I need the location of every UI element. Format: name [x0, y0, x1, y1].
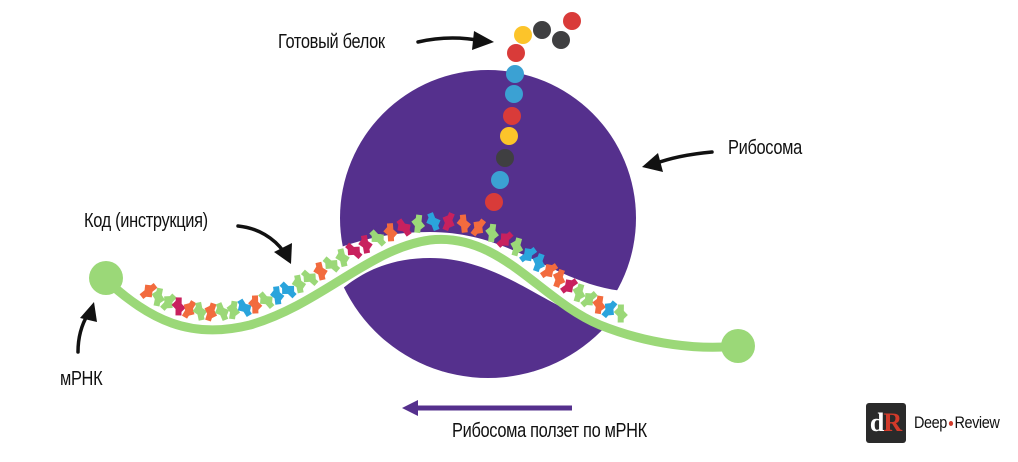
- nucleotide-base: [369, 229, 387, 247]
- nucleotide-base: [442, 212, 455, 232]
- nucleotide-base: [192, 301, 208, 321]
- protein-chain: [485, 12, 581, 211]
- amino-acid-bead: [514, 26, 532, 44]
- nucleotide-base: [160, 293, 177, 311]
- nucleotide-base: [383, 223, 398, 242]
- nucleotide-base: [151, 287, 165, 307]
- nucleotide-base: [560, 278, 579, 294]
- amino-acid-bead: [503, 107, 521, 125]
- nucleotide-base: [456, 214, 471, 233]
- nucleotide-base: [214, 302, 230, 322]
- nucleotide-base: [426, 212, 441, 232]
- nucleotide-base: [279, 281, 297, 299]
- nucleotide-base: [539, 263, 559, 279]
- logo-dot-icon: [948, 421, 953, 427]
- amino-acid-bead: [533, 21, 551, 39]
- nucleotide-base: [519, 246, 538, 263]
- nucleotide-base: [171, 297, 186, 316]
- mrna-label-arrowhead: [80, 302, 97, 322]
- nucleotide-base: [572, 283, 586, 303]
- nucleotide-base: [139, 283, 158, 299]
- protein-label-arrowhead: [472, 31, 494, 50]
- code-label-arrowhead: [274, 243, 292, 264]
- ribosome-label-arrowhead: [642, 153, 663, 172]
- nucleotide-base: [411, 214, 426, 234]
- nucleotide-base: [580, 290, 598, 308]
- amino-acid-bead: [485, 193, 503, 211]
- nucleotide-base: [358, 234, 373, 254]
- nucleotide-base: [613, 304, 628, 323]
- nucleotide-base: [552, 268, 566, 288]
- ribosome-label-arrow: [652, 150, 714, 166]
- movement-arrowhead: [402, 400, 418, 416]
- nucleotide-base: [592, 295, 606, 315]
- nucleotide-base: [470, 218, 487, 237]
- protein-label-arrow: [416, 36, 484, 44]
- nucleotide-base: [204, 302, 218, 322]
- nucleotide-base: [485, 223, 499, 243]
- logo-mark-r: R: [883, 408, 903, 437]
- mrna-label: мРНК: [60, 368, 103, 390]
- mrna-codons: [139, 212, 628, 323]
- nucleotide-base: [322, 256, 341, 273]
- code-label-arrow: [236, 224, 286, 254]
- nucleotide-base: [345, 242, 363, 260]
- nucleotide-base: [300, 269, 319, 286]
- amino-acid-bead: [496, 149, 514, 167]
- amino-acid-bead: [491, 171, 509, 189]
- code-label: Код (инструкция): [84, 210, 208, 232]
- amino-acid-bead: [506, 65, 524, 83]
- nucleotide-base: [258, 291, 275, 309]
- logo-name-right: Review: [954, 413, 1000, 432]
- nucleotide-base: [601, 300, 618, 319]
- mrna-strand: [101, 234, 743, 352]
- mrna-end-cap: [721, 329, 755, 363]
- logo-name-left: Deep: [914, 413, 947, 432]
- nucleotide-base: [335, 248, 350, 268]
- logo-name: Deep Review: [914, 413, 1000, 433]
- nucleotide-base: [496, 231, 514, 248]
- mrna-label-arrow: [76, 312, 90, 354]
- protein-label: Готовый белок: [278, 31, 385, 53]
- movement-label: Рибосома ползет по мРНК: [452, 420, 647, 442]
- nucleotide-base: [181, 300, 197, 319]
- nucleotide-base: [510, 237, 524, 257]
- nucleotide-base: [291, 274, 307, 294]
- amino-acid-bead: [563, 12, 581, 30]
- nucleotide-base: [248, 295, 263, 314]
- amino-acid-bead: [507, 44, 525, 62]
- nucleotide-base: [226, 300, 241, 320]
- nucleotide-base: [532, 253, 545, 273]
- amino-acid-bead: [552, 31, 570, 49]
- amino-acid-bead: [500, 127, 518, 145]
- nucleotide-base: [396, 218, 412, 237]
- nucleotide-base: [270, 286, 285, 305]
- nucleotide-base: [237, 298, 252, 318]
- ribosome-label: Рибосома: [728, 137, 802, 159]
- mrna-start-cap: [89, 261, 123, 295]
- amino-acid-bead: [505, 85, 523, 103]
- logo-mark-d: d: [869, 408, 885, 437]
- nucleotide-base: [313, 261, 328, 281]
